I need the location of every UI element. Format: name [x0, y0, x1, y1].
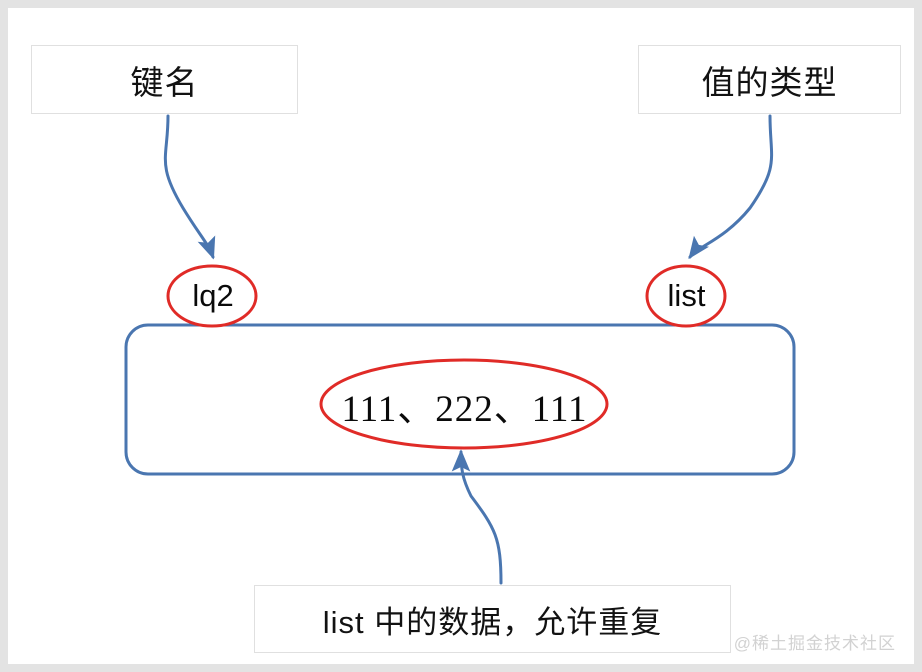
arrow-value-type — [688, 114, 774, 260]
arrow-key-name — [163, 114, 216, 260]
diagram-vector-layer — [124, 114, 796, 585]
label-box-key-name: 键名 — [31, 45, 298, 114]
ellipse-key-name — [166, 264, 258, 328]
list-container-rect — [124, 323, 796, 476]
ellipse-list-items — [319, 358, 609, 450]
label-box-key-name-text: 键名 — [130, 63, 199, 101]
label-box-caption-text: list 中的数据，允许重复 — [322, 604, 663, 640]
arrow-caption — [451, 449, 503, 585]
label-box-caption: list 中的数据，允许重复 — [254, 585, 731, 653]
ellipse-value-type — [645, 264, 727, 328]
label-box-value-type-text: 值的类型 — [701, 63, 838, 101]
watermark: @稀土掘金技术社区 — [733, 634, 896, 653]
label-box-value-type: 值的类型 — [638, 45, 901, 114]
